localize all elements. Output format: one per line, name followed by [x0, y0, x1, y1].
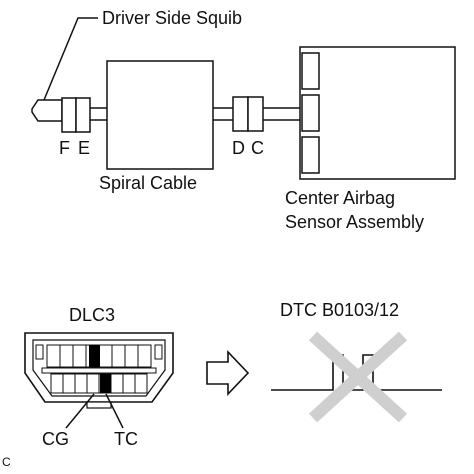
cg-leader-line	[65, 393, 95, 429]
tc-leader-line	[105, 393, 124, 429]
tc-terminal	[100, 374, 111, 393]
connector-c	[247, 96, 264, 132]
connector-e-label: E	[78, 138, 91, 158]
squib-leader-line	[43, 17, 98, 101]
cg-terminal	[89, 345, 100, 367]
connector-f-label: F	[59, 138, 70, 158]
dtc-waveform	[271, 354, 442, 391]
cg-label: CG	[42, 429, 69, 449]
spiral-cable-box	[106, 60, 214, 170]
cross-icon	[308, 331, 408, 423]
driver-side-squib-label: Driver Side Squib	[102, 8, 243, 28]
sensor-connector-1	[301, 52, 320, 90]
figure-code-label: C	[2, 455, 11, 469]
connector-d	[232, 96, 249, 132]
dlc3-label: DLC3	[69, 305, 116, 325]
dtc-label: DTC B0103/12	[280, 300, 400, 320]
arrow-icon	[206, 350, 250, 396]
center-airbag-sensor-box	[299, 46, 456, 180]
dlc3-upper-terminals	[46, 344, 152, 368]
dlc3-lower-terminals	[50, 373, 148, 394]
squib-plug	[31, 99, 63, 122]
connector-c-label: C	[251, 138, 264, 158]
center-airbag-label-line1: Center Airbag	[285, 188, 396, 208]
sensor-connector-2	[301, 94, 320, 132]
spiral-cable-label: Spiral Cable	[99, 173, 198, 193]
sensor-connector-3	[301, 136, 320, 174]
connector-f	[61, 97, 77, 133]
connector-e	[75, 97, 91, 133]
center-airbag-label-line2: Sensor Assembly	[285, 212, 425, 232]
dlc3-connector	[24, 332, 174, 409]
connector-d-label: D	[232, 138, 245, 158]
tc-label: TC	[114, 429, 138, 449]
